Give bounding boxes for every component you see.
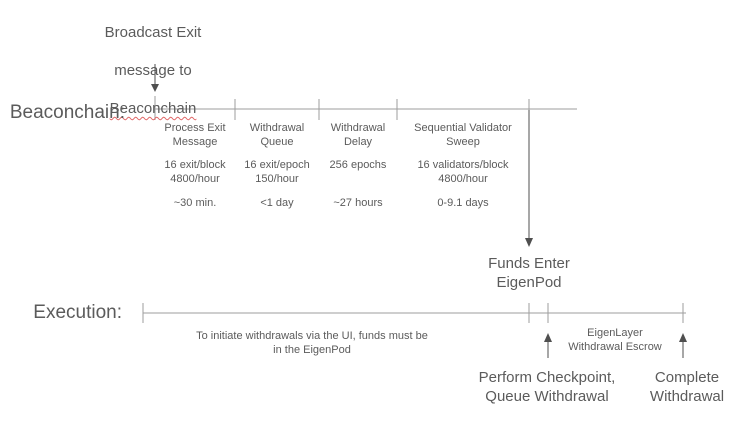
execution-row-label: Execution: [33, 302, 122, 323]
broadcast-note-line1: Broadcast Exit [104, 24, 202, 41]
segment-2-rate: 16 exit/epoch 150/hour [244, 159, 310, 185]
segment-3-name: Withdrawal Delay [330, 122, 386, 148]
funds-enter-arrow [525, 110, 533, 247]
segment-1-rate: 16 exit/block 4800/hour [164, 159, 226, 185]
funds-enter-label: Funds Enter EigenPod [488, 255, 570, 291]
execution-timeline [142, 303, 686, 323]
segment-1-name: Process Exit Message [164, 122, 226, 148]
segment-4-duration: 0-9.1 days [437, 197, 489, 209]
broadcast-note: Broadcast Exit message to Beaconchain [88, 4, 218, 137]
segment-4-name: Sequential Validator Sweep [414, 122, 512, 148]
segment-4-rate: 16 validators/block 4800/hour [417, 159, 509, 185]
broadcast-arrow [151, 64, 159, 92]
segment-1-duration: ~30 min. [173, 197, 217, 209]
segment-2-duration: <1 day [260, 197, 294, 209]
segment-3-duration: ~27 hours [333, 197, 383, 209]
escrow-label: EigenLayer Withdrawal Escrow [568, 327, 662, 353]
complete-arrow [679, 333, 687, 358]
complete-withdrawal-label: Complete Withdrawal [649, 369, 725, 405]
segment-2-name: Withdrawal Queue [249, 122, 305, 148]
segment-3-rate: 256 epochs [329, 159, 387, 171]
beaconchain-timeline [154, 96, 577, 120]
execution-note: To initiate withdrawals via the UI, fund… [196, 330, 428, 356]
perform-checkpoint-label: Perform Checkpoint, Queue Withdrawal [478, 369, 616, 405]
checkpoint-arrow [544, 333, 552, 358]
broadcast-note-line2: message to [114, 62, 192, 79]
beaconchain-row-label: Beaconchain: [9, 102, 125, 123]
broadcast-note-line3: Beaconchain [109, 100, 197, 117]
